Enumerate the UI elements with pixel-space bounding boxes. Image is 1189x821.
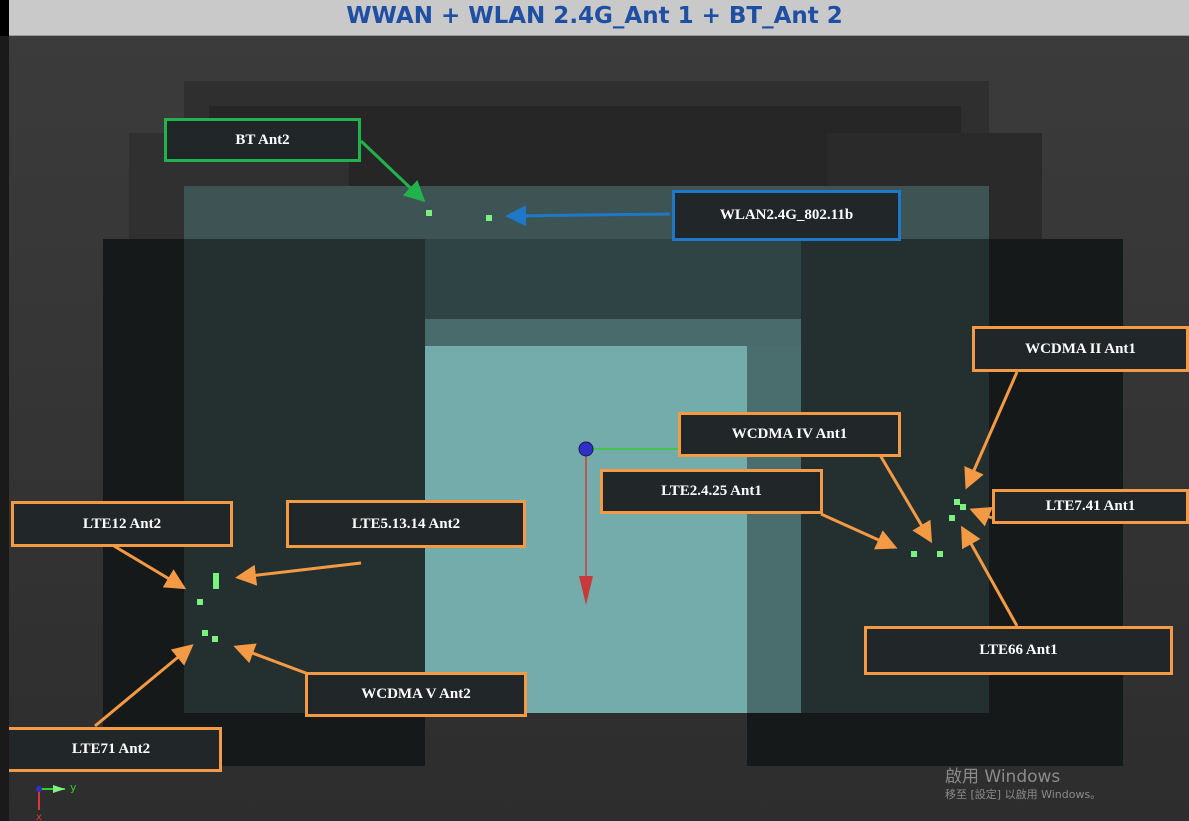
3d-viewport[interactable]: y x BT Ant2 WLAN2.4G_802.11b WCDMA II An…: [9, 36, 1189, 821]
antenna-marker-lte51314[interactable]: [213, 573, 219, 589]
label-lte2425-ant1[interactable]: LTE2.4.25 Ant1: [600, 469, 823, 514]
corner-y-label: y: [70, 781, 77, 794]
watermark-line-2: 移至 [設定] 以啟用 Windows。: [945, 788, 1102, 801]
page-title: WWAN + WLAN 2.4G_Ant 1 + BT_Ant 2: [346, 3, 843, 29]
arrow-bt: [359, 139, 426, 203]
origin-z-cone: [579, 576, 593, 605]
origin-sphere: [578, 441, 594, 457]
arrow-wcdma-v: [233, 643, 312, 677]
label-wcdma-iv-ant1[interactable]: WCDMA IV Ant1: [678, 412, 901, 457]
arrow-lte71: [94, 644, 194, 728]
corner-y-cone: [53, 785, 65, 793]
antenna-marker-lte2425[interactable]: [911, 551, 917, 557]
arrow-lte2425: [820, 512, 898, 550]
arrow-wcdma-ii: [964, 371, 1019, 490]
windows-activation-watermark: 啟用 Windows 移至 [設定] 以啟用 Windows。: [945, 767, 1101, 803]
label-wlan[interactable]: WLAN2.4G_802.11b: [672, 190, 901, 241]
label-wcdma-v-ant2[interactable]: WCDMA V Ant2: [305, 672, 527, 717]
annotation-arrows: y x: [36, 139, 1019, 821]
antenna-marker-wcdma-ii[interactable]: [954, 499, 960, 505]
antenna-marker-bt[interactable]: [426, 210, 432, 216]
watermark-line-1: 啟用 Windows: [945, 767, 1061, 787]
arrow-lte66: [961, 525, 1019, 627]
label-lte12-ant2[interactable]: LTE12 Ant2: [11, 501, 233, 547]
label-lte741-ant1[interactable]: LTE7.41 Ant1: [992, 489, 1189, 524]
antenna-marker-lte12[interactable]: [197, 599, 203, 605]
arrow-lte741: [969, 507, 993, 527]
antenna-marker-lte71[interactable]: [202, 630, 208, 636]
arrow-lte12: [113, 544, 187, 590]
model-left-teal-slab: [184, 239, 425, 713]
label-lte51314-ant2[interactable]: LTE5.13.14 Ant2: [286, 500, 526, 548]
antenna-marker-wlan[interactable]: [486, 215, 492, 221]
arrow-wlan: [505, 205, 671, 227]
title-bar: WWAN + WLAN 2.4G_Ant 1 + BT_Ant 2: [0, 0, 1189, 36]
label-lte71-ant2[interactable]: LTE71 Ant2: [9, 727, 222, 772]
label-wcdma-ii-ant1[interactable]: WCDMA II Ant1: [972, 326, 1189, 372]
corner-x-label: x: [36, 812, 42, 821]
antenna-marker-wcdma-iv[interactable]: [937, 551, 943, 557]
label-bt-ant2[interactable]: BT Ant2: [164, 118, 361, 162]
antenna-marker-wcdma-v[interactable]: [212, 636, 218, 642]
label-lte66-ant1[interactable]: LTE66 Ant1: [864, 626, 1173, 675]
arrow-wcdma-iv: [878, 454, 933, 544]
arrow-lte51314: [235, 561, 362, 586]
antenna-marker-lte741[interactable]: [960, 504, 966, 510]
model-center-ledge: [425, 319, 801, 346]
antenna-marker-lte66[interactable]: [949, 515, 955, 521]
corner-origin: [36, 786, 42, 792]
model-center-right-shade: [747, 346, 801, 713]
title-bar-edge: [0, 0, 9, 36]
